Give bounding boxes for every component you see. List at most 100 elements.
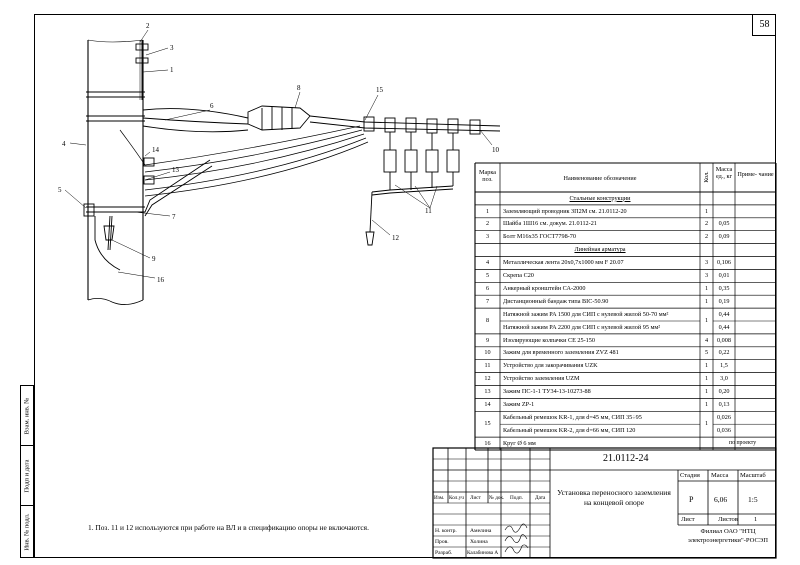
section-heading: Стальные конструкции xyxy=(569,194,631,202)
col-header-note: Приме- чание xyxy=(737,171,774,178)
table-cell-name: Натяжной зажим PA 1500 для СИП с нулевой… xyxy=(503,310,669,318)
footnote: 1. Поз. 11 и 12 используются при работе … xyxy=(88,523,369,532)
table-cell-mass: 0,35 xyxy=(718,284,730,292)
table-cell-pos: 5 xyxy=(485,272,490,279)
table-cell-name: Шайба 1Ш16 см. докум. 21.0112-21 xyxy=(503,220,597,228)
callout: 3 xyxy=(170,44,174,52)
table-cell-mass: 0,22 xyxy=(718,349,730,357)
table-cell-pos: 4 xyxy=(485,259,490,267)
sheet-label: Лист xyxy=(681,516,695,523)
table-cell-name: Круг Ø 6 мм xyxy=(503,439,536,447)
table-cell-pos: 1 xyxy=(485,207,490,215)
table-cell-qty: 1 xyxy=(704,207,709,215)
table-cell-mass: 0,44 xyxy=(718,323,730,331)
table-cell-mass: 0,13 xyxy=(718,401,730,408)
signatures xyxy=(504,523,529,554)
section-heading: Линейная арматура xyxy=(574,246,626,254)
callout: 16 xyxy=(157,276,165,284)
callout: 12 xyxy=(392,234,400,242)
callout: 7 xyxy=(172,213,176,221)
table-cell-pos: 16 xyxy=(484,439,491,447)
callout: 1 xyxy=(170,66,174,74)
table-cell-name: Заземляющий проводник ЗП2М см. 21.0112-2… xyxy=(503,207,627,215)
tb-col-label: № док. xyxy=(489,495,505,501)
tb-col-label: Изм. xyxy=(434,495,445,501)
table-cell-pos: 9 xyxy=(485,336,490,344)
callout: 4 xyxy=(62,140,66,148)
mass-value: 6,06 xyxy=(714,495,728,504)
table-cell-mass: 0,008 xyxy=(717,336,731,344)
table-cell-name: Изолирующие колпачки CE 25-150 xyxy=(503,336,595,344)
side-stamp-cell: Взам. инв. № xyxy=(21,386,33,446)
table-cell-mass: 0,05 xyxy=(718,220,730,228)
table-cell-mass: 0,106 xyxy=(717,259,731,267)
table-cell-name: Натяжной зажим PA 2200 для СИП с нулевой… xyxy=(503,323,661,331)
tb-role: Пров. xyxy=(435,539,449,545)
stage-label: Стадия xyxy=(680,472,700,479)
col-header-mass: Масса ед., кг xyxy=(715,166,733,181)
table-cell-qty: 1 xyxy=(704,401,709,408)
col-header-mark: Марка поз. xyxy=(478,169,496,184)
col-header-name: Наименование обозначение xyxy=(563,175,637,182)
table-cell-name: Болт М16х35 ГОСТ7798-70 xyxy=(503,233,576,241)
table-cell-name: Скрепа С20 xyxy=(503,272,534,279)
table-cell-name: Зажим для временного заземления ZVZ 481 xyxy=(503,349,619,357)
drawing-code: 21.0112-24 xyxy=(603,453,649,464)
table-cell-pos: 8 xyxy=(485,316,490,324)
table-cell-qty: 2 xyxy=(704,220,709,228)
table-cell-qty: 1 xyxy=(704,316,709,324)
table-cell-pos: 15 xyxy=(484,419,491,427)
table-cell-qty: 1 xyxy=(704,362,709,370)
table-cell-name: Устройство для закорачивания UZK xyxy=(503,362,598,370)
tb-col-label: Лист xyxy=(470,495,481,501)
table-cell-name: Устройство заземления UZM xyxy=(503,375,580,383)
side-stamp: Взам. инв. № Подп и дата Инв. № подл. xyxy=(20,385,34,558)
table-cell-qty: 3 xyxy=(704,272,709,279)
callout: 15 xyxy=(376,86,384,94)
table-cell-qty: 1 xyxy=(704,388,709,396)
table-cell-name: Кабельный ремешок KR-2, для d=66 мм, СИП… xyxy=(503,426,636,434)
sheets-label: Листов xyxy=(718,516,738,523)
table-cell-qty: 2 xyxy=(704,233,709,241)
tb-role: Н. контр. xyxy=(435,528,457,534)
table-cell-name: Металлическая лента 20х0,7х1000 мм F 20.… xyxy=(503,259,624,267)
tb-col-label: Кол.уч xyxy=(449,495,464,501)
tb-person: Холина xyxy=(470,539,488,545)
table-cell-name: Зажим ZP-1 xyxy=(503,401,535,408)
callout: 6 xyxy=(210,102,214,110)
side-stamp-cell: Подп и дата xyxy=(21,446,33,506)
table-cell-name: Зажим ПС-1-1 ТУ34-13-10273-88 xyxy=(503,388,591,396)
callout: 5 xyxy=(58,186,62,194)
table-cell-pos: 6 xyxy=(485,284,490,292)
callout: 2 xyxy=(146,22,150,30)
scale-value: 1:5 xyxy=(748,495,758,504)
table-cell-pos: 7 xyxy=(485,297,490,305)
table-cell-mass: 0,44 xyxy=(718,310,730,318)
callout: 10 xyxy=(492,146,500,154)
tb-col-label: Подп. xyxy=(510,495,523,501)
table-cell-qty: 1 xyxy=(704,375,709,383)
tb-person: Калабинова А xyxy=(467,550,499,556)
table-cell-name: Анкерный кронштейн СА-2000 xyxy=(503,284,586,292)
tb-col-label: Дата xyxy=(535,495,546,501)
table-cell-pos: 14 xyxy=(484,401,491,408)
callout-labels: 2 3 1 4 6 8 15 10 14 13 5 7 9 16 11 12 xyxy=(58,22,500,284)
table-cell-pos: 12 xyxy=(484,375,491,383)
table-cell-mass: 1,5 xyxy=(720,362,728,370)
table-cell-qty: 1 xyxy=(704,297,709,305)
scale-label: Масштаб xyxy=(740,472,766,479)
table-cell-name: Дистанционный бандаж типа BIC-50.90 xyxy=(503,297,609,305)
table-cell-mass: 0,026 xyxy=(717,413,731,421)
drawing-title: Установка переносного заземления на конц… xyxy=(557,488,671,508)
page-number: 58 xyxy=(752,14,776,36)
table-cell-mass: 3,0 xyxy=(720,375,728,383)
table-cell-mass: 0,19 xyxy=(718,297,730,305)
tb-person: Амелина xyxy=(470,528,492,534)
table-cell-pos: 11 xyxy=(484,362,491,370)
table-cell-qty: 1 xyxy=(704,419,709,427)
table-cell-pos: 3 xyxy=(485,233,490,241)
